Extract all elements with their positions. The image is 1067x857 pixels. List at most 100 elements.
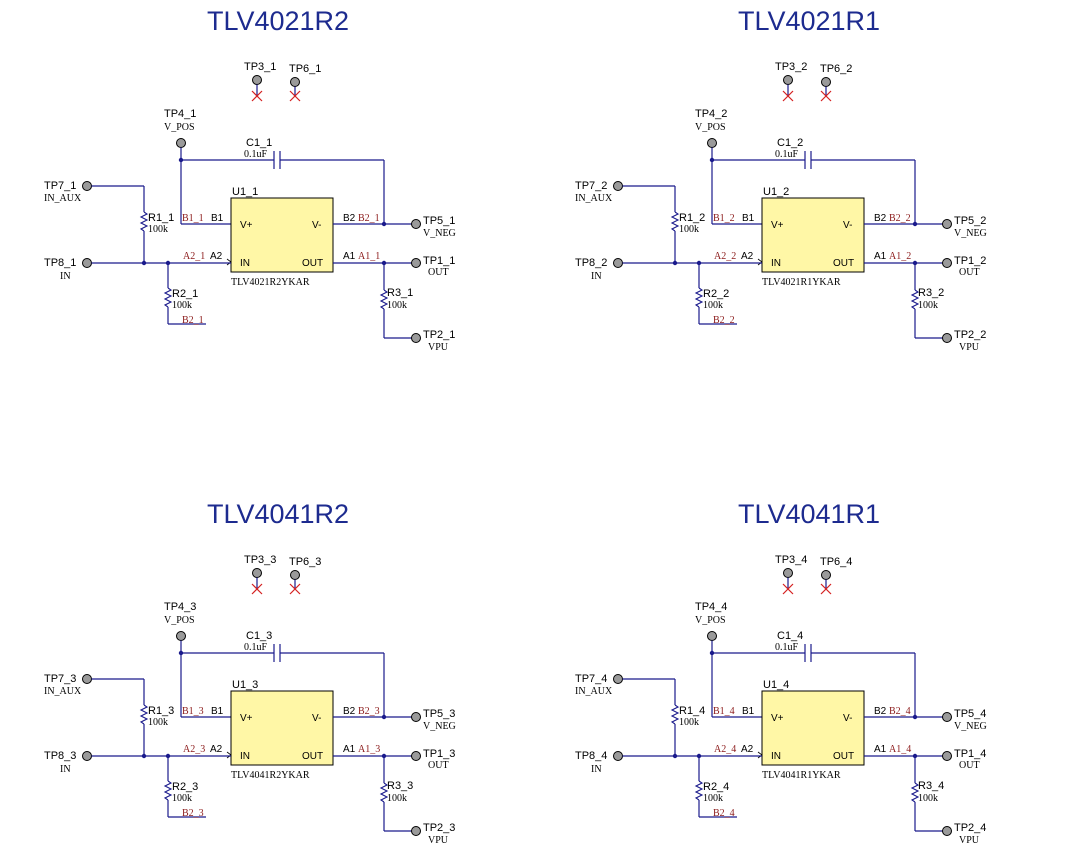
resistor-r3-symbol [910, 782, 920, 803]
r2-ref-label: R2_4 [703, 781, 729, 793]
pin-a1-label: A1 [874, 744, 887, 755]
no-connect-icon [251, 583, 263, 595]
tp7-net-label: IN_AUX [575, 193, 613, 204]
tp1-test-point[interactable] [411, 258, 421, 268]
comparator-chip[interactable] [230, 197, 334, 273]
tp4-label: TP4_4 [695, 601, 727, 613]
net-a2-label: A2_1 [183, 251, 205, 262]
tp5-test-point[interactable] [411, 712, 421, 722]
tp5-label: TP5_1 [423, 215, 455, 227]
tp6-label: TP6_3 [289, 556, 321, 568]
tp7-test-point[interactable] [613, 181, 623, 191]
tp4-test-point[interactable] [176, 138, 186, 148]
r3-value-label: 100k [387, 300, 407, 311]
pin-vplus-label: V+ [240, 220, 253, 231]
tp5-test-point[interactable] [411, 219, 421, 229]
net-b2-label: B2_2 [889, 213, 911, 224]
tp5-test-point[interactable] [942, 712, 952, 722]
circuit-title: TLV4021R1 [738, 6, 880, 36]
pin-out-label: OUT [302, 258, 323, 269]
tp8-test-point[interactable] [613, 258, 623, 268]
tp6-test-point[interactable] [821, 77, 831, 87]
tp1-test-point[interactable] [411, 751, 421, 761]
tp3-test-point[interactable] [252, 568, 262, 578]
pin-b2-label: B2 [874, 213, 887, 224]
capacitor-ref-label: C1_4 [777, 630, 803, 642]
pin-in-label: IN [771, 751, 781, 762]
tp6-test-point[interactable] [290, 570, 300, 580]
no-connect-icon [782, 90, 794, 102]
tp7-test-point[interactable] [82, 181, 92, 191]
tp4-test-point[interactable] [707, 138, 717, 148]
capacitor-symbol [804, 644, 812, 662]
tp2-test-point[interactable] [411, 826, 421, 836]
resistor-r2-symbol [163, 287, 173, 308]
pin-vplus-label: V+ [771, 713, 784, 724]
tp5-net-label: V_NEG [423, 721, 456, 732]
circuit-title: TLV4041R2 [207, 499, 349, 529]
net-b1-label: B1_2 [713, 213, 735, 224]
pin-vminus-label: V- [312, 220, 321, 231]
tp6-test-point[interactable] [290, 77, 300, 87]
tp1-label: TP1_2 [954, 255, 986, 267]
resistor-r2-symbol [163, 780, 173, 801]
tp8-label: TP8_1 [44, 257, 76, 269]
tp5-net-label: V_NEG [423, 228, 456, 239]
tp1-test-point[interactable] [942, 258, 952, 268]
tp2-test-point[interactable] [942, 333, 952, 343]
tp1-net-label: OUT [428, 760, 449, 771]
tp3-test-point[interactable] [783, 568, 793, 578]
tp6-label: TP6_1 [289, 63, 321, 75]
tp5-test-point[interactable] [942, 219, 952, 229]
tp7-label: TP7_2 [575, 180, 607, 192]
clock-pin-icon [226, 751, 232, 759]
capacitor-ref-label: C1_3 [246, 630, 272, 642]
tp3-label: TP3_3 [244, 554, 276, 566]
tp4-test-point[interactable] [707, 631, 717, 641]
tp3-test-point[interactable] [783, 75, 793, 85]
tp6-test-point[interactable] [821, 570, 831, 580]
tp8-test-point[interactable] [82, 751, 92, 761]
resistor-r3-symbol [910, 289, 920, 310]
pin-vplus-label: V+ [771, 220, 784, 231]
r3-value-label: 100k [918, 793, 938, 804]
tp8-label: TP8_3 [44, 750, 76, 762]
r2-value-label: 100k [703, 300, 723, 311]
tp1-label: TP1_3 [423, 748, 455, 760]
tp3-test-point[interactable] [252, 75, 262, 85]
tp2-test-point[interactable] [942, 826, 952, 836]
tp7-label: TP7_4 [575, 673, 607, 685]
tp6-label: TP6_4 [820, 556, 852, 568]
tp8-test-point[interactable] [82, 258, 92, 268]
no-connect-icon [289, 583, 301, 595]
comparator-chip[interactable] [761, 197, 865, 273]
comparator-chip[interactable] [230, 690, 334, 766]
tp1-net-label: OUT [959, 760, 980, 771]
tp5-net-label: V_NEG [954, 228, 987, 239]
tp8-net-label: IN [591, 271, 602, 282]
tp3-label: TP3_4 [775, 554, 807, 566]
r3-ref-label: R3_2 [918, 287, 944, 299]
tp7-test-point[interactable] [82, 674, 92, 684]
tp2-test-point[interactable] [411, 333, 421, 343]
u1-ref-label: U1_3 [232, 679, 258, 691]
tp1-test-point[interactable] [942, 751, 952, 761]
tp8-net-label: IN [60, 764, 71, 775]
r2-value-label: 100k [172, 300, 192, 311]
net-b2-label: B2_3 [358, 706, 380, 717]
tp8-test-point[interactable] [613, 751, 623, 761]
tp3-label: TP3_2 [775, 61, 807, 73]
capacitor-value-label: 0.1uF [244, 149, 268, 160]
tp4-test-point[interactable] [176, 631, 186, 641]
tp4-net-label: V_POS [164, 615, 195, 626]
tp1-net-label: OUT [428, 267, 449, 278]
comparator-chip[interactable] [761, 690, 865, 766]
capacitor-value-label: 0.1uF [244, 642, 268, 653]
tp2-net-label: VPU [428, 835, 449, 846]
net-a1-label: A1_4 [889, 744, 911, 755]
tp4-net-label: V_POS [695, 122, 726, 133]
r2-value-label: 100k [172, 793, 192, 804]
tp3-label: TP3_1 [244, 61, 276, 73]
r3-value-label: 100k [387, 793, 407, 804]
tp7-test-point[interactable] [613, 674, 623, 684]
